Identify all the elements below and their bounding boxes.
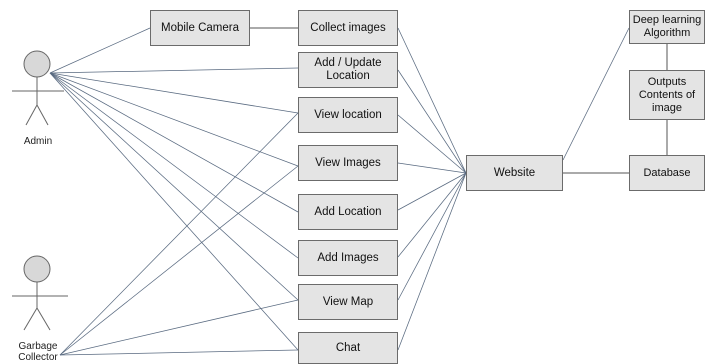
add-images-box: Add Images — [298, 240, 398, 276]
garbage-collector-label: Garbage Collector — [18, 341, 58, 363]
line-view-map-website — [397, 172, 467, 301]
view-images-box: View Images — [298, 145, 398, 181]
line-gc-view-map — [59, 299, 299, 356]
line-admin-add-location — [49, 72, 299, 213]
line-admin-add-update-location — [49, 67, 299, 74]
line-gc-view-images — [59, 165, 299, 356]
view-map-box: View Map — [298, 284, 398, 320]
line-admin-add-images — [49, 72, 299, 259]
line-add-update-website — [397, 69, 467, 174]
line-gc-view-location — [59, 112, 299, 356]
line-add-location-website — [397, 172, 467, 211]
line-chat-website — [397, 172, 467, 351]
line-admin-chat — [49, 72, 299, 351]
line-admin-mobile-camera — [49, 27, 151, 74]
line-collect-images-website — [397, 27, 467, 174]
website-box: Website — [466, 155, 563, 191]
mobile-camera-box: Mobile Camera — [150, 10, 250, 46]
line-view-location-website — [397, 114, 467, 174]
database-box: Database — [629, 155, 705, 191]
garbage-collector-actor-icon — [12, 255, 68, 331]
line-admin-view-images — [49, 72, 299, 167]
line-add-images-website — [397, 172, 467, 258]
admin-label: Admin — [23, 136, 53, 147]
add-update-location-box: Add / Update Location — [298, 52, 398, 88]
add-location-box: Add Location — [298, 194, 398, 230]
line-gc-chat — [59, 349, 299, 356]
collect-images-box: Collect images — [298, 10, 398, 46]
chat-box: Chat — [298, 332, 398, 364]
view-location-box: View location — [298, 97, 398, 133]
outputs-box: Outputs Contents of image — [629, 70, 705, 120]
admin-actor-icon — [12, 50, 64, 126]
line-view-images-website — [397, 162, 467, 174]
line-admin-view-location — [49, 72, 299, 114]
line-admin-view-map — [49, 72, 299, 301]
deep-learning-box: Deep learning Algorithm — [629, 10, 705, 44]
line-website-deep-learning — [562, 27, 630, 161]
